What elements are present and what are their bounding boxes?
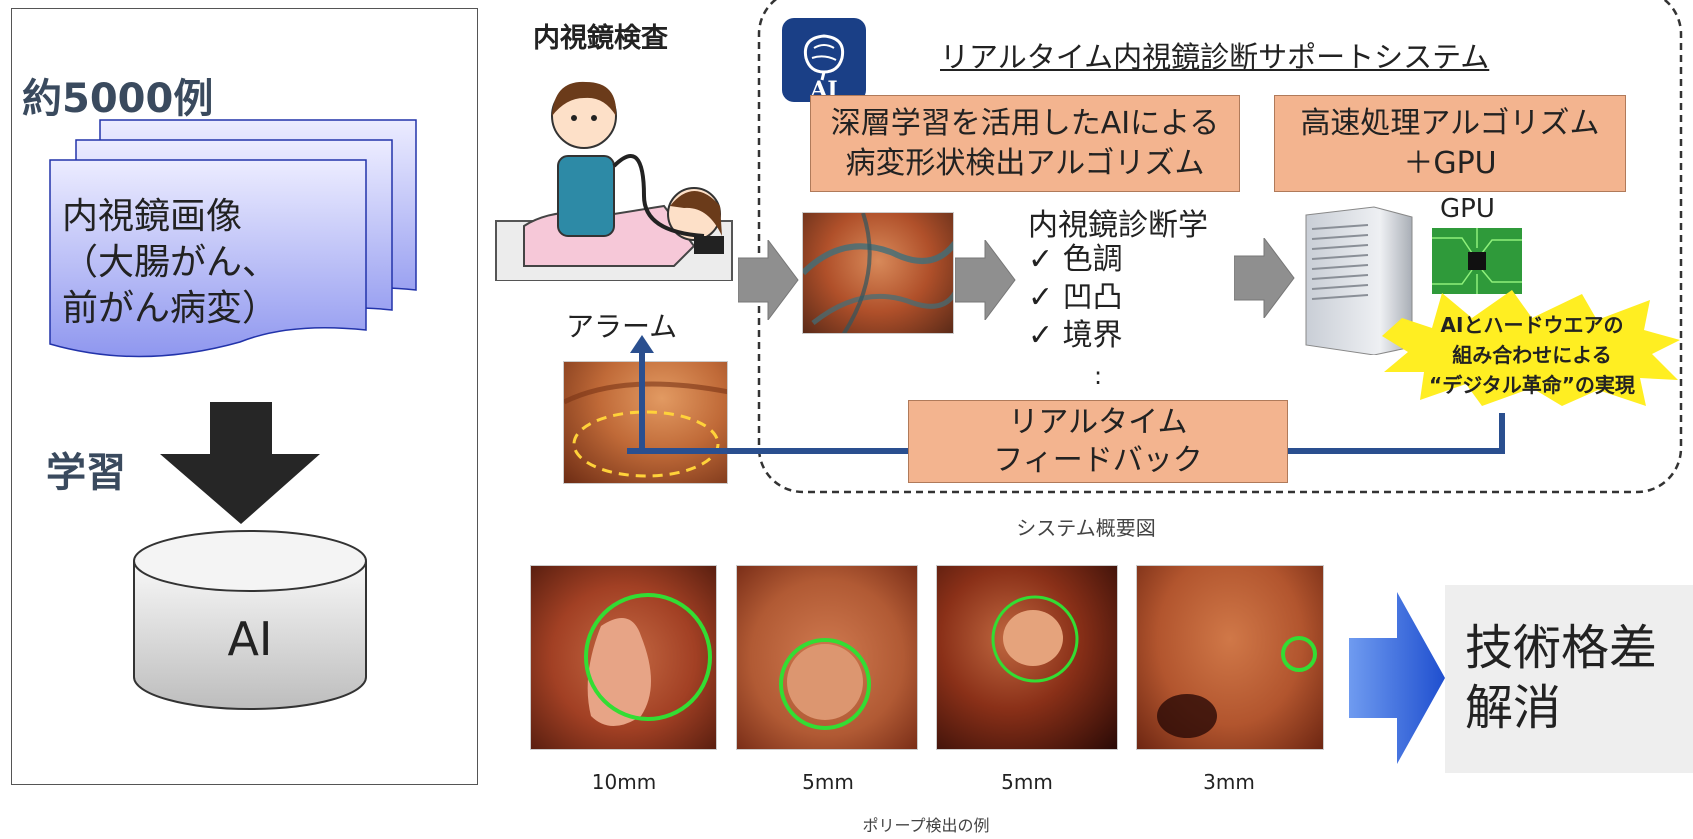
detection-circle [779,638,871,730]
starburst-line2: 組み合わせによる [1452,343,1612,367]
doctor-patient-illustration [495,81,733,281]
detection-circle [991,595,1079,683]
right-arrow-icon [738,240,799,320]
gpu-chip-icon [1432,228,1522,294]
polyp-size-label: 3mm [1203,770,1255,794]
server-icon [1305,206,1413,355]
doc-text-line2: （大腸がん、 [62,242,279,283]
fast-processing-line1: 高速処理アルゴリズム [1300,105,1600,141]
learning-label: 学習 [46,450,126,496]
result-box [1445,585,1693,773]
right-arrow-icon [1234,238,1295,318]
right-arrow-icon [955,240,1016,320]
check-item-surface: ✓ 凹凸 [1028,280,1123,315]
endoscope-images-text: 内視鏡画像 （大腸がん、 前がん病変） [62,194,278,332]
result-text: 技術格差 解消 [1465,618,1657,738]
feedback-line1: リアルタイム [1008,404,1188,440]
brain-icon [803,34,845,81]
alarm-endoscopy-image [563,361,728,484]
doc-text-line1: 内視鏡画像 [62,196,243,237]
ai-label: AI [227,612,273,666]
diagnostics-title: 内視鏡診断学 [1028,208,1208,243]
digital-revolution-starburst [1382,290,1680,406]
result-line1: 技術格差 [1465,620,1658,676]
check-item-color: ✓ 色調 [1028,242,1123,277]
check-item-border: ✓ 境界 [1028,318,1123,353]
deep-learning-line2: 病変形状検出アルゴリズム [845,145,1205,181]
realtime-feedback-box: リアルタイム フィードバック [908,400,1288,483]
diagnostics-ellipsis: : [1094,362,1103,390]
result-arrow-icon [1349,592,1445,764]
alarm-label: アラーム [566,310,678,343]
system-boundary [757,0,1683,494]
starburst-line1: AIとハードウエアの [1440,313,1624,337]
detection-circle [1281,636,1317,672]
feedback-arrowhead-icon [630,335,654,353]
polyp-size-label: 5mm [802,770,854,794]
polyp-size-label: 5mm [1001,770,1053,794]
fast-processing-line2: ＋GPU [1403,145,1497,181]
feedback-line2: フィードバック [993,442,1203,478]
deep-learning-algorithm-box: 深層学習を活用したAIによる 病変形状検出アルゴリズム [810,95,1240,192]
gpu-label: GPU [1440,194,1495,224]
ai-brain-badge [782,18,866,102]
polyp-detection-caption: ポリープ検出の例 [862,816,990,835]
result-line2: 解消 [1465,680,1562,736]
system-title: リアルタイム内視鏡診断サポートシステム [940,40,1490,74]
polyp-image-5mm-a [736,565,918,750]
lesion-highlight-ellipse [572,410,720,478]
deep-learning-line1: 深層学習を活用したAIによる [830,105,1220,141]
polyp-image-10mm [530,565,717,750]
starburst-text: AIとハードウエアの 組み合わせによる “デジタル革命”の実現 [1402,310,1662,400]
polyp-size-label: 10mm [591,770,657,794]
detection-circle [584,593,712,721]
fast-processing-box: 高速処理アルゴリズム ＋GPU [1274,95,1626,192]
endoscopy-image [802,212,954,334]
doc-text-line3: 前がん病変） [62,288,279,329]
ai-database-icon [133,530,367,710]
case-count-label: 約5000例 [22,76,214,122]
endoscopy-exam-label: 内視鏡検査 [533,23,668,54]
diagnostics-checklist: ✓ 色調 ✓ 凹凸 ✓ 境界 [1028,241,1123,355]
learning-arrow-icon [160,402,320,524]
endoscope-images-stack-icon [49,119,417,358]
polyp-image-3mm [1136,565,1324,750]
polyp-image-5mm-b [936,565,1118,750]
starburst-line3: “デジタル革命”の実現 [1429,373,1635,397]
system-diagram-caption: システム概要図 [1016,516,1156,540]
